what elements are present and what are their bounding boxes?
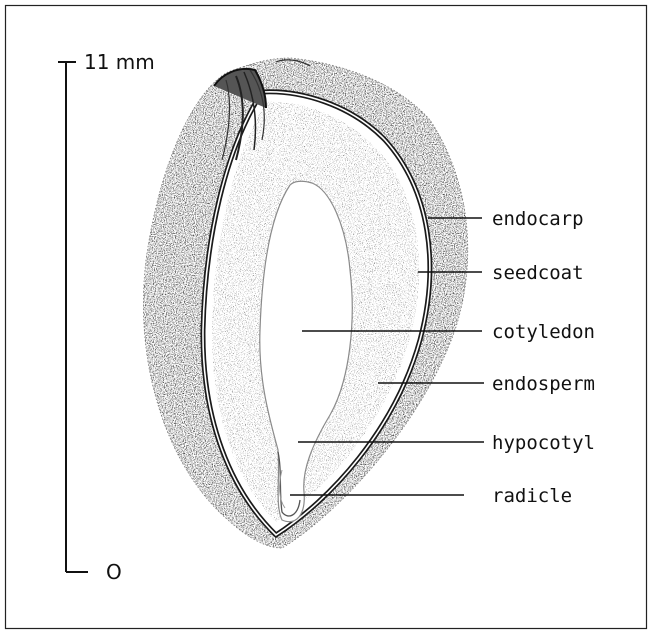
label-radicle: radicle — [492, 485, 572, 507]
seed-drawing — [143, 58, 467, 548]
part-labels: endocarp seedcoat cotyledon endosperm hy… — [492, 208, 595, 507]
label-endosperm: endosperm — [492, 373, 595, 395]
scale-bar: 11 mm O — [58, 50, 155, 584]
label-seedcoat: seedcoat — [492, 262, 584, 284]
scale-top-label: 11 mm — [84, 50, 155, 74]
label-cotyledon: cotyledon — [492, 321, 595, 343]
label-hypocotyl: hypocotyl — [492, 432, 595, 454]
label-endocarp: endocarp — [492, 208, 584, 230]
scale-bottom-label: O — [106, 560, 122, 584]
